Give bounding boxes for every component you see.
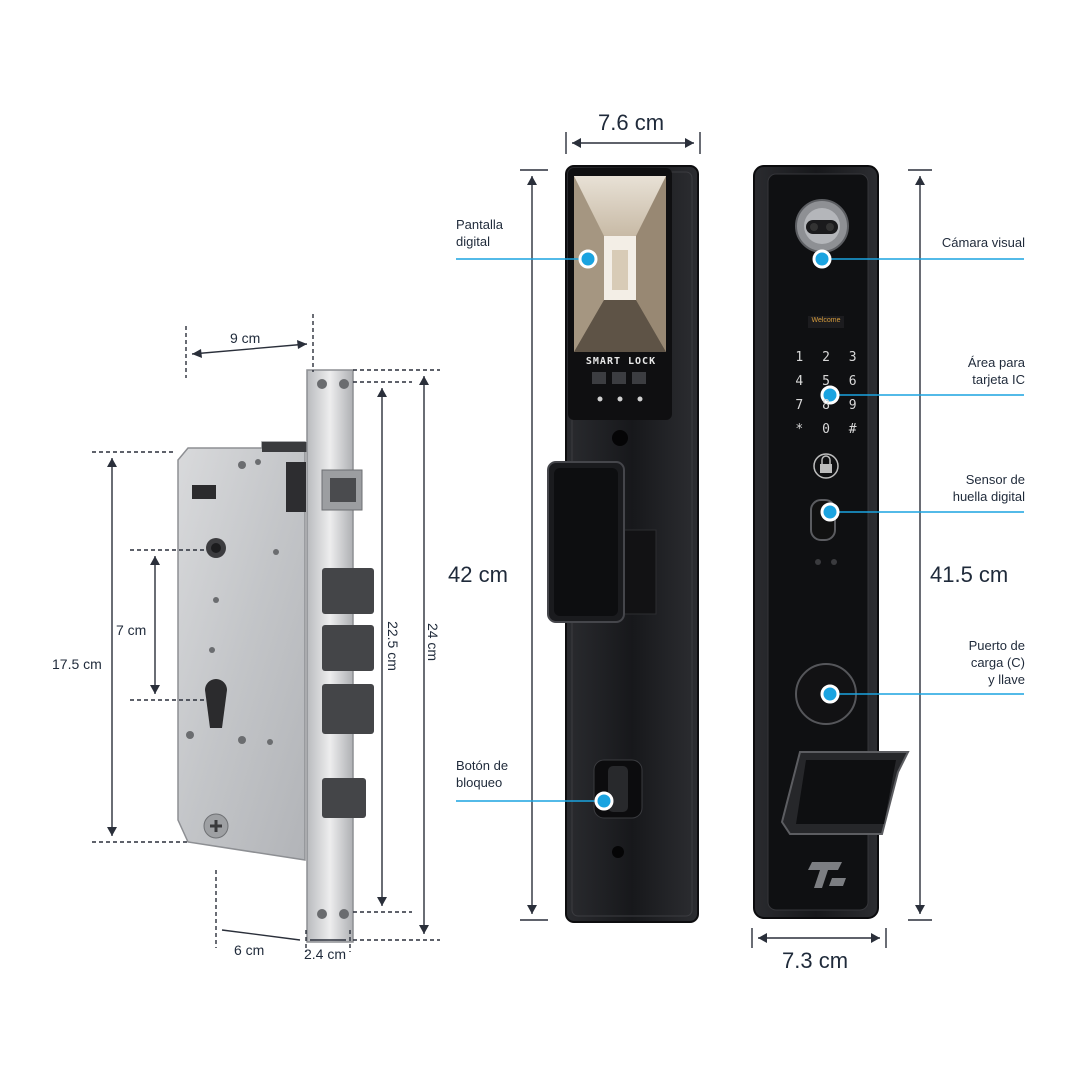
keypad-key: 8: [822, 398, 830, 413]
dim-back-height: 41.5 cm: [930, 562, 1009, 587]
mortise-lock: [177, 369, 374, 943]
dim-mortise-cylinder-offset: 7 cm: [116, 622, 147, 638]
keypad-key: 7: [795, 398, 804, 413]
dim-mortise-faceplate-total: 24 cm: [425, 622, 442, 662]
dim-mortise-backset: 6 cm: [234, 942, 265, 958]
label-camera: Cámara visual: [941, 235, 1025, 250]
keypad-key: *: [795, 422, 804, 437]
keypad-key: 0: [822, 422, 830, 437]
label-lock-button: Botón de bloqueo: [456, 758, 509, 790]
back-panel: [753, 165, 910, 919]
dim-mortise-height-body: 17.5 cm: [52, 656, 102, 672]
label-charging: Puerto de carga (C) y llave: [968, 638, 1025, 687]
welcome-text: Welcome: [811, 317, 841, 324]
screen-brand-text: SMART LOCK: [585, 356, 657, 367]
panel-arrowheads: [527, 138, 925, 943]
keypad-key: 3: [848, 350, 857, 365]
keypad: 1 2 3 4 5 6 7 8 9 * 0 #: [786, 350, 866, 437]
keypad-key: 4: [795, 374, 804, 389]
dim-front-height: 42 cm: [448, 562, 508, 587]
keypad-key: 6: [848, 374, 857, 389]
front-panel: [547, 165, 699, 923]
dim-mortise-faceplate-inner: 22.5 cm: [384, 621, 401, 671]
keypad-key: #: [848, 422, 857, 437]
mortise-arrowheads: [107, 340, 429, 934]
label-ic-card: Área para tarjeta IC: [967, 355, 1025, 387]
label-fingerprint: Sensor de huella digital: [952, 472, 1025, 504]
dim-mortise-faceplate-width: 2.4 cm: [304, 946, 347, 962]
keypad-key: 9: [848, 398, 857, 413]
panel-dimension-lines: [520, 132, 932, 948]
dim-front-width: 7.6 cm: [598, 110, 665, 135]
keypad-key: 5: [822, 374, 830, 389]
dim-back-width: 7.3 cm: [782, 948, 849, 973]
callout-lines: [456, 258, 1024, 802]
label-screen: Pantalla digital: [456, 217, 503, 249]
callout-dots: [578, 249, 840, 811]
dim-mortise-width: 9 cm: [230, 330, 261, 346]
keypad-key: 1: [795, 350, 804, 365]
mortise-dimension-lines: [92, 314, 440, 952]
keypad-key: 2: [822, 350, 830, 365]
